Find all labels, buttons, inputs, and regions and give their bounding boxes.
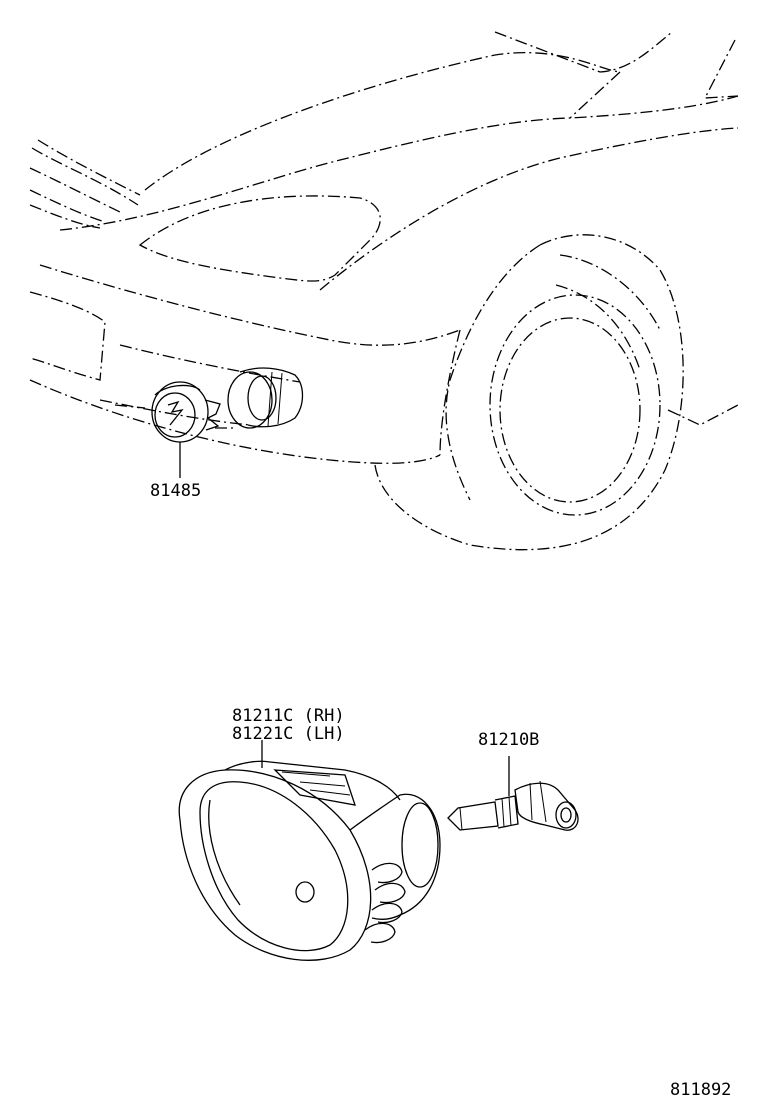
part-label-81221c: 81221C (LH): [232, 724, 345, 744]
part-label-81210b: 81210B: [478, 730, 540, 750]
fog-lamp-cover-81485[interactable]: [151, 381, 221, 478]
fog-lamp-bulb-81210b[interactable]: [447, 756, 579, 831]
fog-lamp-assembly[interactable]: [178, 740, 441, 961]
figure-id: 811892: [670, 1080, 732, 1100]
car-front-outline: [29, 31, 739, 551]
part-label-81485: 81485: [150, 481, 202, 501]
part-label-81211c: 81211C (RH): [232, 706, 345, 726]
bumper-lamp-socket: [114, 367, 304, 429]
